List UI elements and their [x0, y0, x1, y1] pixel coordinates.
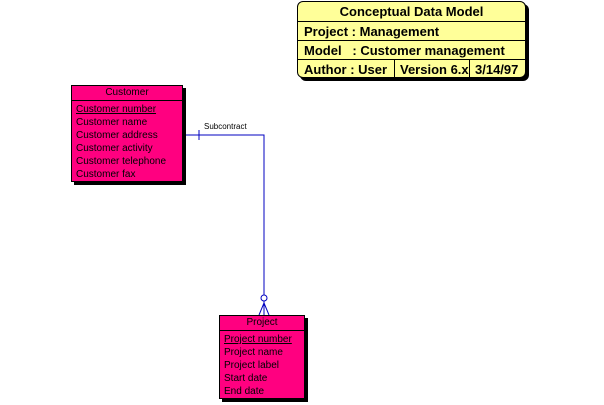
relationship-label-subcontract[interactable]: Subcontract [204, 122, 247, 131]
title-block-author: Author : User [304, 62, 388, 77]
entity-customer[interactable]: Customer Customer number Customer name C… [71, 85, 183, 182]
cardinality-optional-circle [260, 294, 268, 302]
entity-title: Project [220, 316, 304, 331]
entity-attribute: Customer address [76, 130, 158, 141]
entity-attribute: Project label [224, 360, 280, 371]
entity-attribute-list: Customer number Customer name Customer a… [72, 101, 182, 181]
title-block-date: 3/14/97 [469, 60, 525, 79]
entity-attribute: Customer fax [76, 169, 136, 180]
title-block: Conceptual Data Model Project : Manageme… [297, 1, 526, 79]
crows-foot-left [258, 302, 265, 316]
entity-attribute-list: Project number Project name Project labe… [220, 331, 304, 398]
title-block-project: Project : Management [298, 21, 525, 40]
title-block-title: Conceptual Data Model [339, 4, 484, 19]
title-block-model: Model : Customer management [298, 40, 525, 59]
crows-foot-right [263, 302, 270, 316]
relationship-line-subcontract[interactable] [183, 134, 265, 296]
entity-attribute: Customer name [76, 117, 148, 128]
entity-attribute-key: Project number [224, 334, 292, 345]
entity-attribute: End date [224, 386, 265, 397]
entity-attribute-key: Customer number [76, 104, 157, 115]
title-block-info-row: Author : User Version 6.x 3/14/97 [298, 59, 525, 79]
entity-title: Customer [72, 86, 182, 101]
title-block-version: Version 6.x [394, 60, 469, 79]
entity-attribute: Customer activity [76, 143, 153, 154]
entity-attribute: Project name [224, 347, 283, 358]
entity-project[interactable]: Project Project number Project name Proj… [219, 315, 305, 399]
entity-attribute: Customer telephone [76, 156, 167, 167]
entity-attribute: Start date [224, 373, 268, 384]
